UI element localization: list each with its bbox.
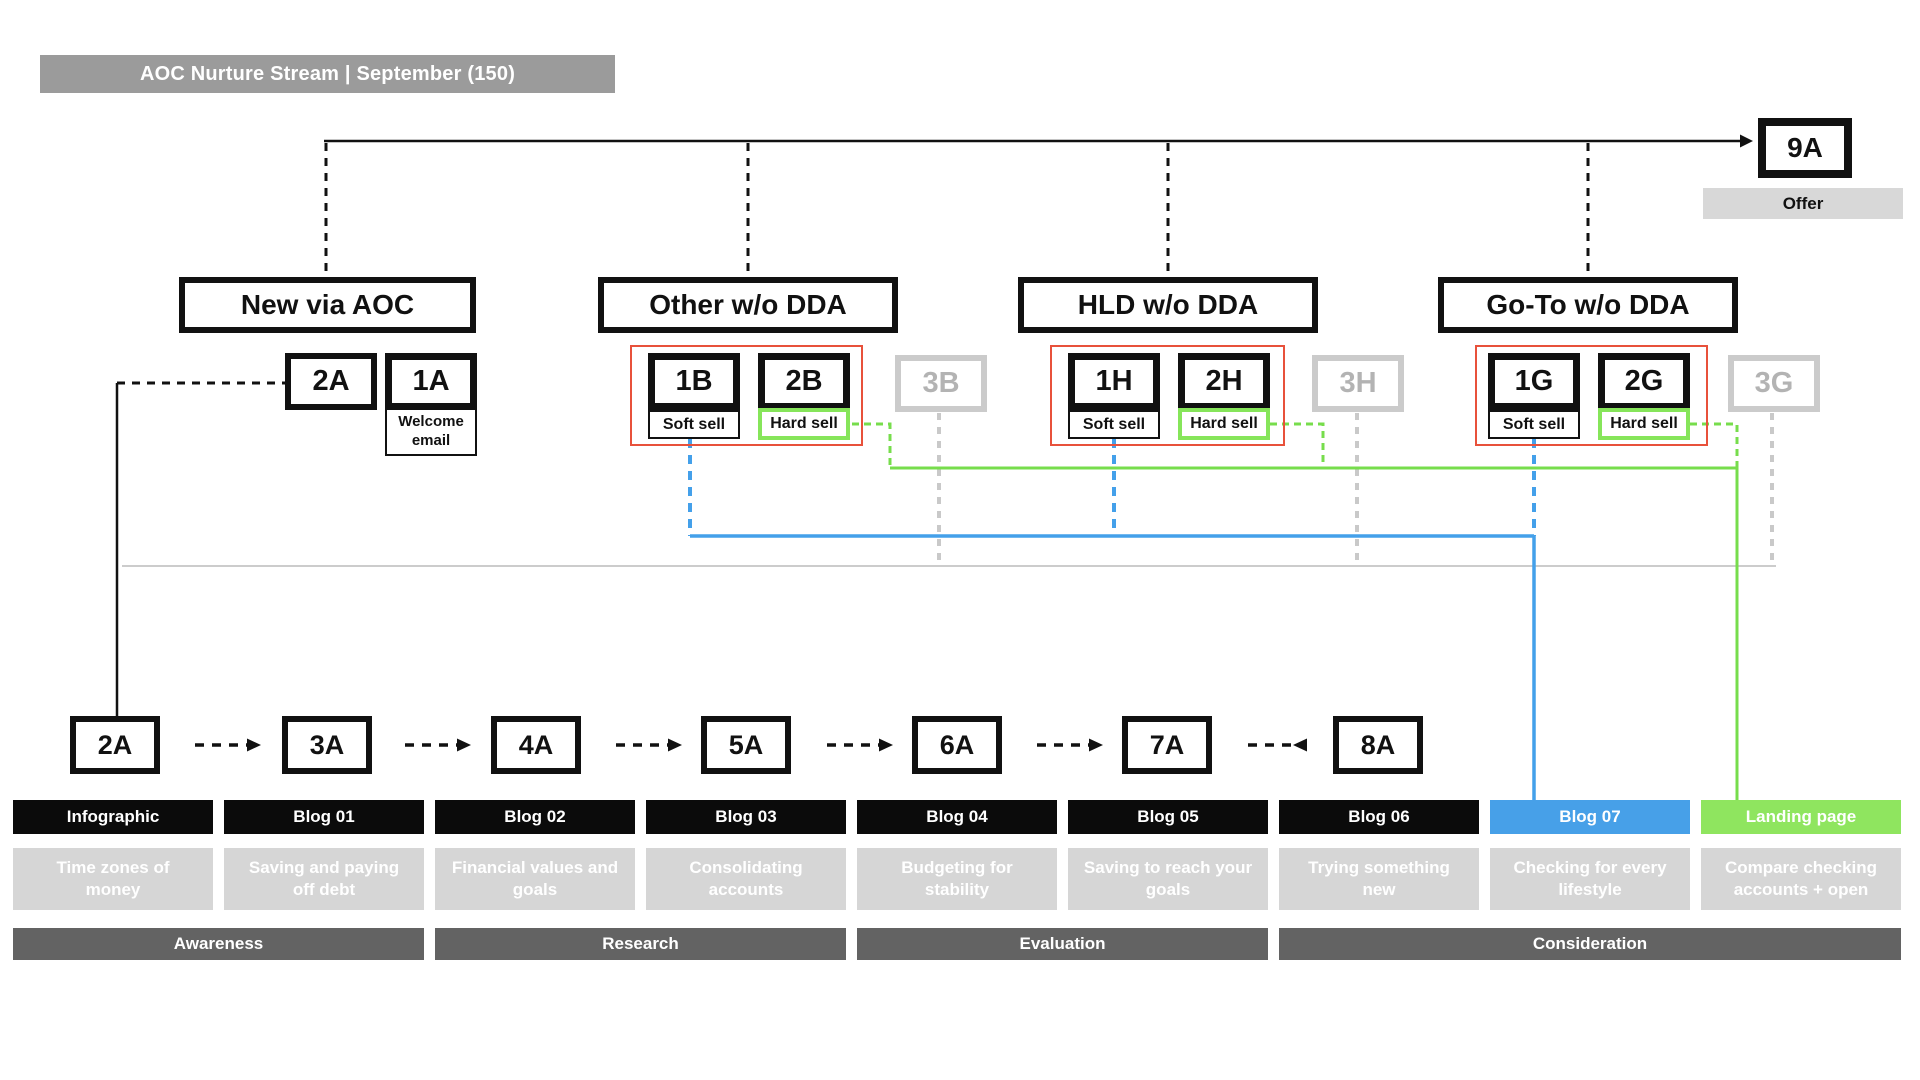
soft-sell-label-1h: Soft sell (1068, 410, 1160, 439)
column-bar-blog01: Blog 01 (224, 800, 424, 834)
column-bar-blog02: Blog 02 (435, 800, 635, 834)
node-seq-7a: 7A (1122, 716, 1212, 774)
column-bar-blog04: Blog 04 (857, 800, 1057, 834)
column-bar-blog03: Blog 03 (646, 800, 846, 834)
node-1b: 1B (648, 353, 740, 410)
group-frame-goto (1475, 345, 1708, 446)
stage-bar-consideration: Consideration (1279, 928, 1901, 960)
column-bar-blog06: Blog 06 (1279, 800, 1479, 834)
left-arrowhead (1293, 738, 1307, 752)
node-seq-3a: 3A (282, 716, 372, 774)
node-3b: 3B (895, 355, 987, 412)
group-header-goto: Go-To w/o DDA (1438, 277, 1738, 333)
column-desc-blog04: Budgeting for stability (857, 848, 1057, 910)
column-desc-landing-page: Compare checking accounts + open (1701, 848, 1901, 910)
node-2h: 2H (1178, 353, 1270, 410)
node-seq-2a: 2A (70, 716, 160, 774)
offer-label: Offer (1703, 188, 1903, 219)
column-bar-landing-page: Landing page (1701, 800, 1901, 834)
top-timeline-arrowhead (1740, 134, 1753, 148)
column-desc-blog05: Saving to reach your goals (1068, 848, 1268, 910)
group-frame-other (630, 345, 863, 446)
node-3g: 3G (1728, 355, 1820, 412)
node-1a: 1A (385, 353, 477, 410)
hard-sell-label-2h: Hard sell (1178, 408, 1270, 440)
node-seq-5a: 5A (701, 716, 791, 774)
node-seq-4a: 4A (491, 716, 581, 774)
node-9a: 9A (1758, 118, 1852, 178)
node-3h: 3H (1312, 355, 1404, 412)
node-2g: 2G (1598, 353, 1690, 410)
soft-sell-label-1b: Soft sell (648, 410, 740, 439)
hard-sell-label-2g: Hard sell (1598, 408, 1690, 440)
stage-bar-research: Research (435, 928, 846, 960)
column-desc-infographic: Time zones of money (13, 848, 213, 910)
node-2a-top: 2A (285, 353, 377, 410)
node-1g: 1G (1488, 353, 1580, 410)
group-header-hld: HLD w/o DDA (1018, 277, 1318, 333)
column-desc-blog07: Checking for every lifestyle (1490, 848, 1690, 910)
column-bar-blog07: Blog 07 (1490, 800, 1690, 834)
hard-2b-dash (852, 422, 892, 468)
node-1h: 1H (1068, 353, 1160, 410)
hard-sell-label-2b: Hard sell (758, 408, 850, 440)
column-bar-infographic: Infographic (13, 800, 213, 834)
node-seq-8a: 8A (1333, 716, 1423, 774)
column-desc-blog06: Trying something new (1279, 848, 1479, 910)
hard-2g-dash (1690, 422, 1739, 468)
welcome-email-label: Welcome email (385, 408, 477, 456)
stage-bar-awareness: Awareness (13, 928, 424, 960)
group-frame-hld (1050, 345, 1285, 446)
sequence-arrowheads (247, 738, 1307, 752)
column-desc-blog01: Saving and paying off debt (224, 848, 424, 910)
group-header-other: Other w/o DDA (598, 277, 898, 333)
node-seq-6a: 6A (912, 716, 1002, 774)
node-2b: 2B (758, 353, 850, 410)
group-header-new-via-aoc: New via AOC (179, 277, 476, 333)
soft-sell-label-1g: Soft sell (1488, 410, 1580, 439)
page-title: AOC Nurture Stream | September (150) (40, 55, 615, 93)
column-desc-blog02: Financial values and goals (435, 848, 635, 910)
column-desc-blog03: Consolidating accounts (646, 848, 846, 910)
hard-2h-dash (1270, 422, 1325, 468)
column-bar-blog05: Blog 05 (1068, 800, 1268, 834)
stage-bar-evaluation: Evaluation (857, 928, 1268, 960)
